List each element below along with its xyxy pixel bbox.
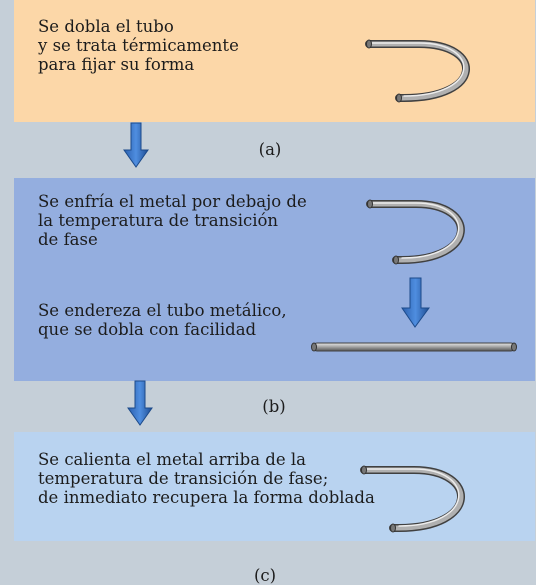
down-arrow-icon — [401, 277, 430, 328]
bent-tube-icon — [360, 465, 465, 533]
panel-b: Se enfría el metal por debajo de la temp… — [14, 178, 535, 381]
bent-tube-icon — [365, 39, 470, 103]
step-c-text: Se calienta el metal arriba de la temper… — [38, 450, 375, 507]
step-b-text-1: Se enfría el metal por debajo de la temp… — [38, 192, 307, 249]
down-arrow-icon — [127, 380, 153, 426]
step-b-text-2: Se endereza el tubo metálico, que se dob… — [38, 301, 287, 339]
step-b-label: (b) — [262, 397, 286, 416]
panel-a: Se dobla el tubo y se trata térmicamente… — [14, 0, 535, 122]
panel-c: Se calienta el metal arriba de la temper… — [14, 432, 535, 541]
step-a-label: (a) — [258, 140, 282, 159]
down-arrow-icon — [123, 122, 149, 168]
step-c-label: (c) — [253, 566, 277, 585]
step-a-text: Se dobla el tubo y se trata térmicamente… — [38, 17, 239, 74]
straight-tube-icon — [311, 342, 517, 352]
bent-tube-icon — [366, 199, 465, 265]
